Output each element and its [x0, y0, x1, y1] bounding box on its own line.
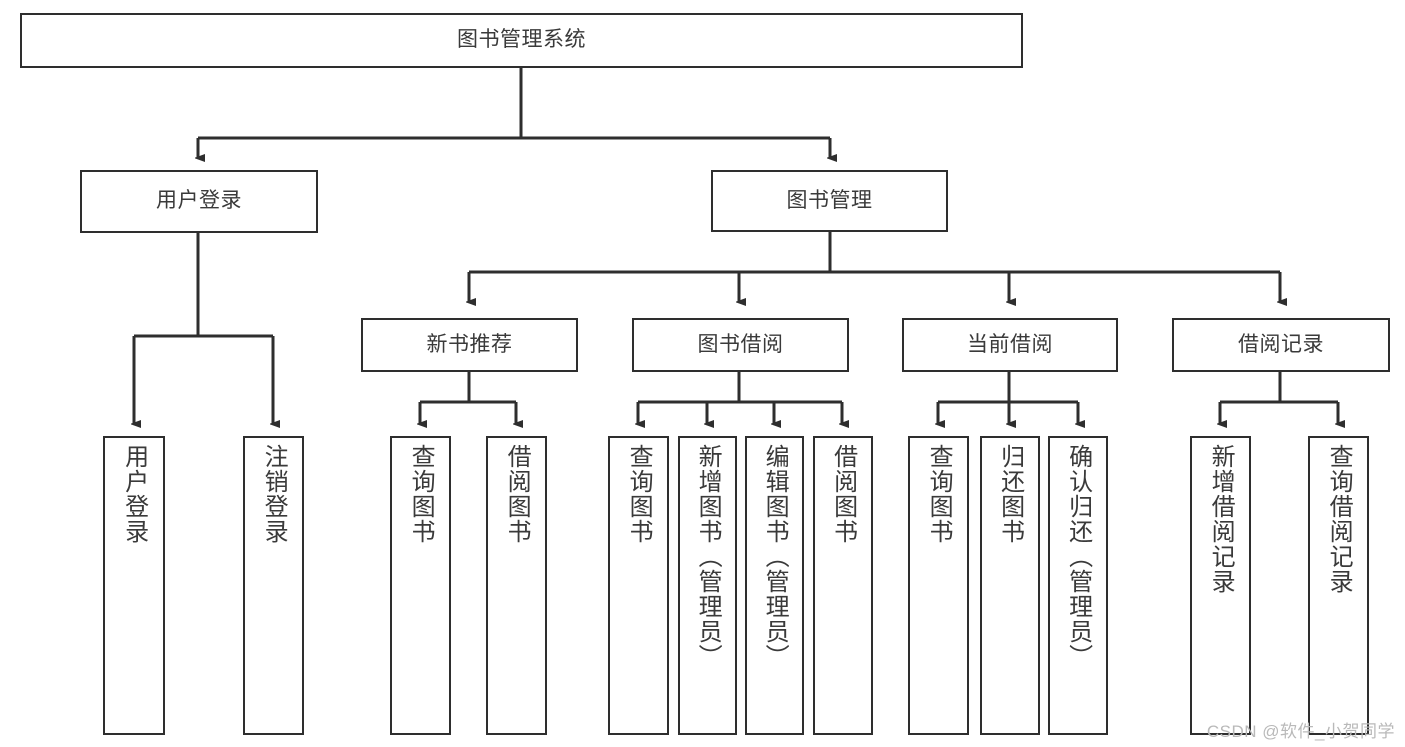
node-leaf-confirm-return[interactable]: 确认归还（管理员）: [1048, 436, 1108, 735]
node-book-borrow[interactable]: 图书借阅: [632, 318, 849, 372]
node-label: 图书借阅: [697, 332, 784, 356]
node-label: 查询图书: [625, 444, 653, 544]
node-leaf-query-borrow-record[interactable]: 查询借阅记录: [1308, 436, 1369, 735]
node-leaf-logout-login[interactable]: 注销登录: [243, 436, 304, 735]
node-label: 查询图书: [925, 444, 953, 544]
node-label: 查询借阅记录: [1325, 444, 1353, 594]
node-label: 用户登录: [120, 444, 148, 544]
node-label: 借阅记录: [1238, 332, 1324, 356]
node-leaf-add-book[interactable]: 新增图书（管理员）: [678, 436, 737, 735]
node-user-login[interactable]: 用户登录: [80, 170, 318, 233]
node-leaf-query-book-current[interactable]: 查询图书: [908, 436, 969, 735]
node-leaf-add-borrow-record[interactable]: 新增借阅记录: [1190, 436, 1251, 735]
node-label: 新书推荐: [426, 332, 513, 356]
node-leaf-borrow-book[interactable]: 借阅图书: [813, 436, 873, 735]
node-new-book-recommend[interactable]: 新书推荐: [361, 318, 578, 372]
node-leaf-user-login[interactable]: 用户登录: [103, 436, 165, 735]
node-label: 新增借阅记录: [1207, 444, 1235, 594]
node-label: 图书管理: [786, 188, 873, 212]
node-label: 编辑图书（管理员）: [761, 444, 789, 669]
node-leaf-query-book-recommend[interactable]: 查询图书: [390, 436, 451, 735]
node-leaf-return-book[interactable]: 归还图书: [980, 436, 1040, 735]
node-book-management[interactable]: 图书管理: [711, 170, 948, 232]
node-label: 当前借阅: [967, 332, 1053, 356]
node-label: 注销登录: [260, 444, 288, 544]
node-label: 图书管理系统: [457, 28, 586, 52]
node-leaf-query-book-borrow[interactable]: 查询图书: [608, 436, 669, 735]
node-leaf-borrow-book-recommend[interactable]: 借阅图书: [486, 436, 547, 735]
node-label: 用户登录: [156, 189, 242, 213]
node-label: 查询图书: [407, 444, 435, 544]
node-label: 确认归还（管理员）: [1064, 444, 1092, 669]
node-label: 新增图书（管理员）: [694, 444, 722, 669]
node-label: 归还图书: [996, 444, 1024, 544]
node-borrow-record[interactable]: 借阅记录: [1172, 318, 1390, 372]
node-label: 借阅图书: [503, 444, 531, 544]
node-leaf-edit-book[interactable]: 编辑图书（管理员）: [745, 436, 804, 735]
node-book-management-system[interactable]: 图书管理系统: [20, 13, 1023, 68]
node-current-borrow[interactable]: 当前借阅: [902, 318, 1118, 372]
node-label: 借阅图书: [829, 444, 857, 544]
